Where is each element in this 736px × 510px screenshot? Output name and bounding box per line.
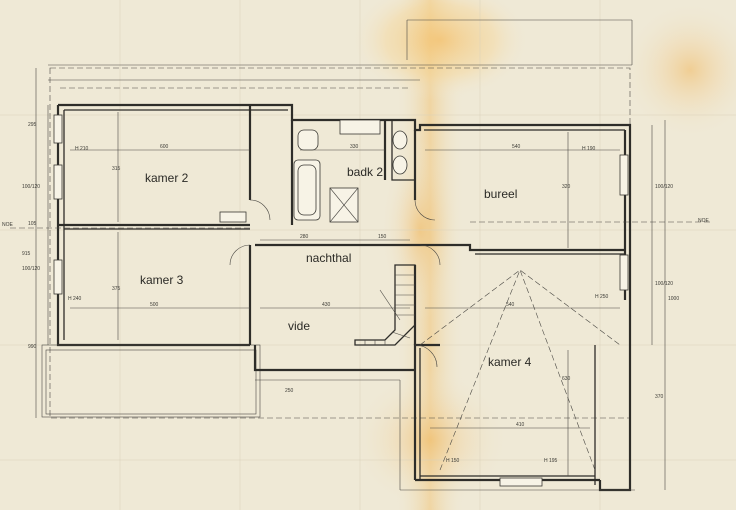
balcony-left xyxy=(41,344,261,418)
door-swings xyxy=(229,199,441,368)
window-label-150: H 150 xyxy=(446,458,460,464)
dim-kamer3-width: 500 xyxy=(150,302,159,308)
window-label-210: H 210 xyxy=(75,146,89,152)
room-label-badk-2: badk 2 xyxy=(347,165,383,179)
dim-kamer2-depth: 315 xyxy=(112,166,121,172)
dim-right-1000: 1000 xyxy=(668,296,679,302)
paper-stain-right xyxy=(620,0,736,140)
room-label-vide: vide xyxy=(288,319,310,333)
section-cut-left: NOE xyxy=(2,222,14,228)
window-label-195: H 195 xyxy=(544,458,558,464)
interior-walls xyxy=(58,105,625,372)
room-label-kamer-3: kamer 3 xyxy=(140,273,184,287)
dim-right-100-120b: 100/120 xyxy=(655,281,673,287)
dim-left-990: 990 xyxy=(28,344,37,350)
section-cut-right: NOE xyxy=(698,218,710,224)
dim-left-295: 295 xyxy=(28,122,37,128)
roof-hip-lines xyxy=(419,269,621,471)
dim-hall-280: 280 xyxy=(300,234,309,240)
dim-left-105: 105 xyxy=(28,221,37,227)
dim-hall-150: 150 xyxy=(378,234,387,240)
dim-kamer4-bottom: 410 xyxy=(516,422,525,428)
paper-stain-top xyxy=(350,0,530,100)
roof-outline xyxy=(48,19,633,419)
dim-bureel-width: 540 xyxy=(512,144,521,150)
dim-kamer4-width: 540 xyxy=(506,302,515,308)
window-label-250: H 250 xyxy=(595,294,609,300)
paper-stain-bottom xyxy=(350,370,510,510)
room-label-kamer-4: kamer 4 xyxy=(488,355,532,369)
window-label-240: H 240 xyxy=(68,296,82,302)
dim-bureel-depth: 320 xyxy=(562,184,571,190)
bathroom-fixtures xyxy=(293,119,408,223)
windows xyxy=(53,114,629,487)
dim-vide-width: 430 xyxy=(322,302,331,308)
dim-kamer3-depth: 375 xyxy=(112,286,121,292)
room-label-nachthal: nachthal xyxy=(306,251,351,265)
room-label-kamer-2: kamer 2 xyxy=(145,171,189,185)
window-label-190: H 190 xyxy=(582,146,596,152)
dim-right-100-120a: 100/120 xyxy=(655,184,673,190)
dim-kamer4-depth: 630 xyxy=(562,376,571,382)
dim-left-100-120a: 100/120 xyxy=(22,184,40,190)
staircase xyxy=(354,264,416,346)
dim-left-100-120b: 100/120 xyxy=(22,266,40,272)
dim-right-370: 370 xyxy=(655,394,664,400)
room-label-bureel: bureel xyxy=(484,187,517,201)
dim-small-250: 250 xyxy=(285,388,294,394)
dim-badk-width: 330 xyxy=(350,144,359,150)
dimension-lines xyxy=(10,68,710,490)
dim-left-915: 915 xyxy=(22,251,31,257)
dim-kamer2-width: 600 xyxy=(160,144,169,150)
